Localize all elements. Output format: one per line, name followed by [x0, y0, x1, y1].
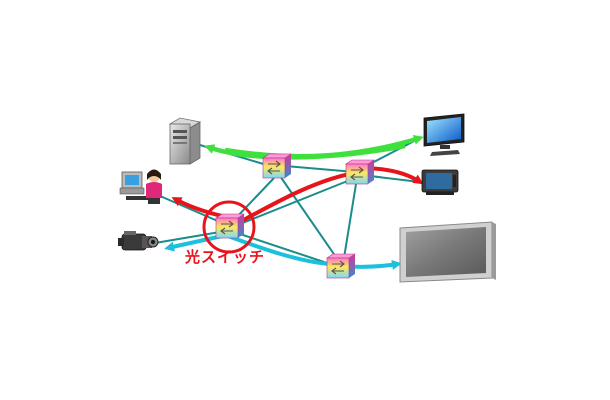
flat-monitor-icon [424, 114, 464, 156]
person-at-computer-icon [120, 170, 162, 205]
large-display-icon [400, 222, 496, 282]
optical-switch-icon [263, 154, 291, 178]
optical-switch-icon [346, 160, 374, 184]
optical-switch-label: 光スイッチ [185, 246, 265, 267]
link-swright-swleft [240, 180, 350, 224]
crt-tv-icon [422, 170, 458, 195]
link-swtop-swright [285, 166, 355, 172]
link-swright-swbottom [344, 184, 356, 258]
optical-switch-icon [327, 254, 355, 278]
camcorder-icon [118, 231, 158, 250]
optical-switch-icon [216, 214, 244, 238]
red-signal-path [240, 172, 360, 222]
server-icon [170, 118, 200, 164]
